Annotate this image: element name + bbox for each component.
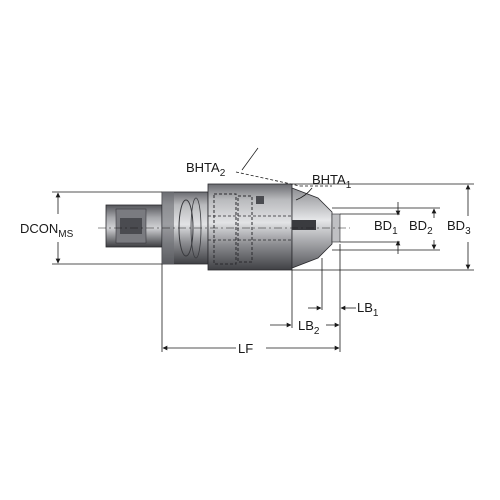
bhta2-line <box>235 171 301 187</box>
dimensions <box>52 147 474 352</box>
dimension-labels: DCONMS BHTA2 BHTA1 BD1 BD2 BD3 LB1 LB2 L… <box>20 160 471 356</box>
bhta1-arc <box>295 187 313 201</box>
label-bhta2: BHTA2 <box>186 160 226 179</box>
label-bd3: BD3 <box>447 218 471 237</box>
tool-body <box>98 183 350 271</box>
shank-slot <box>120 218 142 234</box>
internal-pocket-1 <box>213 193 237 265</box>
label-bd2: BD2 <box>409 218 433 237</box>
label-dcon: DCONMS <box>20 221 74 240</box>
label-bhta1: BHTA1 <box>312 172 352 191</box>
insert-slot <box>292 220 316 230</box>
bhta2-leader <box>241 147 259 171</box>
logo-mark <box>256 196 264 204</box>
label-lf: LF <box>238 341 253 356</box>
label-lb2: LB2 <box>298 318 320 337</box>
internal-pocket-2 <box>237 195 253 263</box>
label-bd1: BD1 <box>374 218 398 237</box>
label-lb1: LB1 <box>357 300 379 319</box>
main-body <box>207 183 293 271</box>
